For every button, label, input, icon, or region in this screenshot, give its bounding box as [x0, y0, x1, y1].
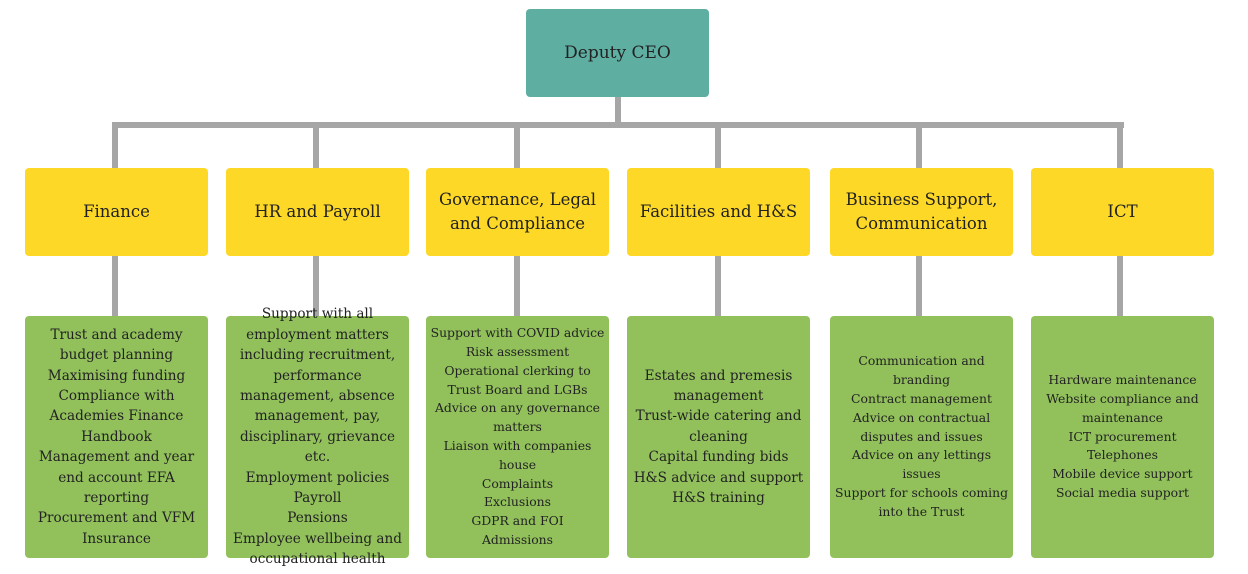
- root-node-deputy-ceo: Deputy CEO: [526, 9, 709, 97]
- dept-connector-ict: [1117, 122, 1123, 168]
- horizontal-connector: [112, 122, 1124, 128]
- task-connector-hr: [313, 256, 319, 316]
- task-item: Advice on any governance matters: [434, 400, 600, 435]
- task-connector-business: [916, 256, 922, 316]
- task-item: Advice on any lettings issues: [851, 447, 992, 482]
- task-item: Support with all employment matters incl…: [239, 306, 396, 466]
- task-connector-finance: [112, 256, 118, 316]
- task-item: Website compliance and maintenance: [1046, 391, 1199, 425]
- task-item: Communication and branding: [858, 353, 985, 388]
- task-list: Support with all employment matters incl…: [228, 304, 407, 569]
- task-item: Compliance with Academies Finance Handbo…: [49, 387, 184, 445]
- task-list: Estates and premesis management Trust-wi…: [629, 366, 808, 509]
- task-box-business-support: Communication and branding Contract mana…: [830, 316, 1013, 558]
- task-box-finance: Trust and academy budget planning Maximi…: [25, 316, 208, 558]
- task-item: Operational clerking to Trust Board and …: [444, 362, 591, 397]
- task-box-governance: Support with COVID advice Risk assessmen…: [426, 316, 609, 558]
- task-item: Estates and premesis management: [644, 367, 793, 404]
- dept-label: Finance: [83, 202, 150, 221]
- root-label: Deputy CEO: [564, 43, 671, 63]
- dept-connector-facilities: [715, 122, 721, 168]
- task-box-facilities: Estates and premesis management Trust-wi…: [627, 316, 810, 558]
- task-connector-ict: [1117, 256, 1123, 316]
- dept-node-finance: Finance: [25, 168, 208, 256]
- task-item: Hardware maintenance: [1048, 372, 1197, 388]
- dept-node-facilities: Facilities and H&S: [627, 168, 810, 256]
- dept-label: Facilities and H&S: [639, 202, 798, 221]
- task-list: Trust and academy budget planning Maximi…: [27, 325, 206, 549]
- dept-label: Governance, Legal and Compliance: [438, 190, 597, 233]
- task-item: Support for schools coming into the Trus…: [834, 484, 1009, 519]
- task-item: Employee wellbeing and occupational heal…: [233, 530, 402, 568]
- dept-label: Business Support, Communication: [845, 190, 998, 233]
- task-item: Mobile device support: [1052, 466, 1193, 482]
- task-item: GDPR and FOI: [471, 513, 564, 529]
- task-connector-governance: [514, 256, 520, 316]
- dept-label: HR and Payroll: [254, 202, 381, 221]
- task-item: Insurance: [82, 530, 151, 547]
- task-item: Admissions: [481, 531, 554, 547]
- task-item: Social media support: [1055, 484, 1189, 500]
- task-list: Hardware maintenance Website compliance …: [1033, 371, 1212, 503]
- task-item: Procurement and VFM: [37, 510, 196, 527]
- dept-node-business-support: Business Support, Communication: [830, 168, 1013, 256]
- dept-connector-hr: [313, 122, 319, 168]
- task-item: Telephones: [1087, 447, 1158, 463]
- dept-connector-business: [916, 122, 922, 168]
- task-item: Pensions: [287, 510, 348, 527]
- root-connector: [615, 97, 621, 125]
- task-item: H&S training: [672, 490, 765, 507]
- dept-label: ICT: [1107, 202, 1138, 221]
- task-item: H&S advice and support: [633, 469, 804, 486]
- task-box-hr-payroll: Support with all employment matters incl…: [226, 306, 409, 567]
- dept-node-ict: ICT: [1031, 168, 1214, 256]
- dept-connector-finance: [112, 122, 118, 168]
- task-item: Trust and academy budget planning: [50, 326, 183, 364]
- task-item: Management and year end account EFA repo…: [38, 449, 195, 507]
- task-item: Capital funding bids: [648, 449, 789, 466]
- task-item: Payroll: [293, 490, 342, 507]
- dept-connector-governance: [514, 122, 520, 168]
- task-item: Maximising funding: [47, 367, 186, 384]
- task-item: Liaison with companies house: [443, 438, 592, 472]
- task-item: Employment policies: [245, 469, 390, 486]
- task-item: Advice on contractual disputes and issue…: [852, 409, 991, 444]
- task-item: Exclusions: [483, 494, 552, 510]
- task-item: Risk assessment: [465, 344, 570, 360]
- task-item: ICT procurement: [1068, 428, 1177, 444]
- dept-node-hr-payroll: HR and Payroll: [226, 168, 409, 256]
- task-connector-facilities: [715, 256, 721, 316]
- task-item: Support with COVID advice: [430, 325, 605, 341]
- task-item: Complaints: [481, 475, 554, 491]
- task-item: Contract management: [851, 391, 992, 406]
- task-list: Support with COVID advice Risk assessmen…: [428, 324, 607, 550]
- dept-node-governance: Governance, Legal and Compliance: [426, 168, 609, 256]
- task-item: Trust-wide catering and cleaning: [635, 408, 802, 445]
- task-list: Communication and branding Contract mana…: [832, 352, 1011, 521]
- task-box-ict: Hardware maintenance Website compliance …: [1031, 316, 1214, 558]
